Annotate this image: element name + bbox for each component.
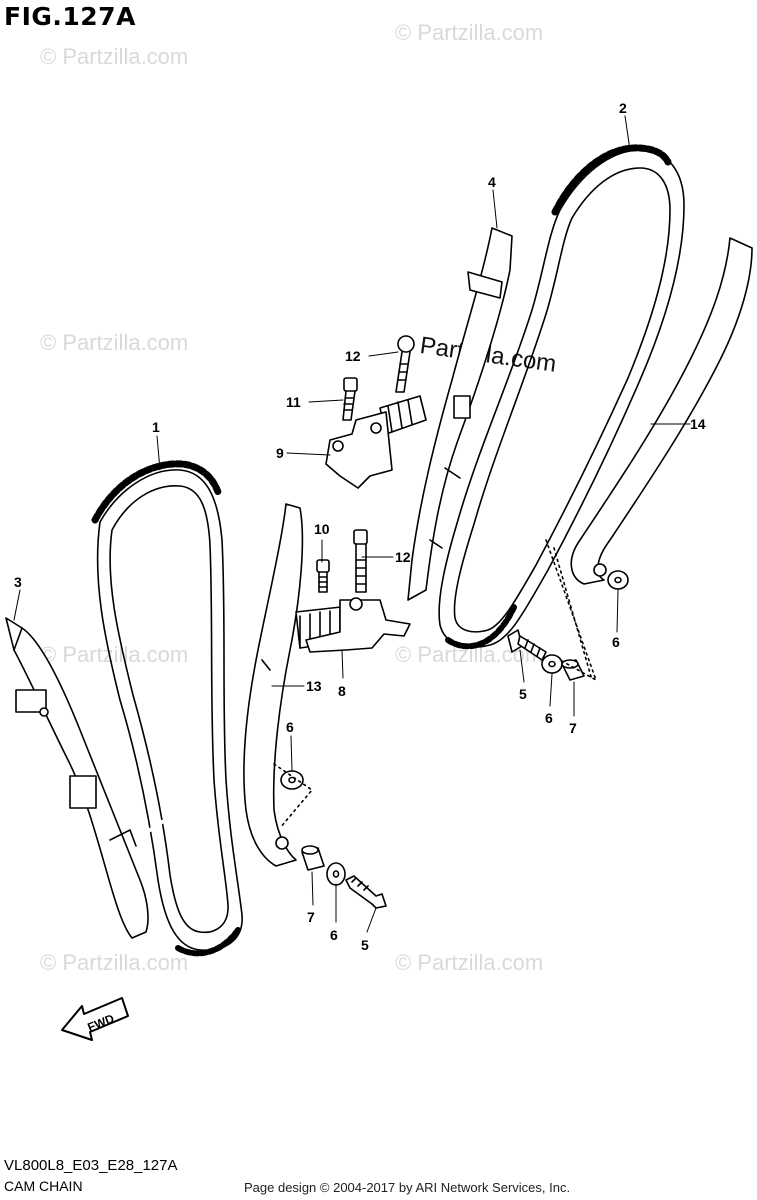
- bolt-front-hex: [345, 875, 387, 909]
- callout-10: 10: [314, 521, 330, 537]
- callout-7-front: 7: [307, 909, 315, 925]
- callout-13: 13: [306, 678, 322, 694]
- washer-front-lower: [326, 862, 346, 886]
- callout-3: 3: [14, 574, 22, 590]
- washer-front-upper: [280, 770, 304, 790]
- cam-chain-front: [91, 460, 243, 957]
- figure-title: FIG.127A: [4, 2, 136, 31]
- page-credit: Page design © 2004-2017 by ARI Network S…: [244, 1180, 571, 1195]
- callout-12-front: 12: [395, 549, 411, 565]
- cam-chain-tensioner-rear: [325, 395, 427, 489]
- spacer-rear: [561, 659, 585, 681]
- callout-2: 2: [619, 100, 627, 116]
- callout-6-front-upper: 6: [286, 719, 294, 735]
- callout-6-front-lower: 6: [330, 927, 338, 943]
- watermark: © Partzilla.com: [40, 330, 189, 355]
- bolt-rear-small: [342, 377, 358, 421]
- watermark: © Partzilla.com: [395, 20, 544, 45]
- assembly-line-rear: [545, 539, 597, 681]
- assembly-line-front: [273, 763, 313, 829]
- callout-4: 4: [488, 174, 496, 190]
- callout-8: 8: [338, 683, 346, 699]
- callout-6-rear-lower: 6: [545, 710, 553, 726]
- callout-7-rear: 7: [569, 720, 577, 736]
- chain-guide-front: [5, 617, 149, 939]
- tension-adjuster-front: [243, 503, 304, 867]
- chain-guide-rear: [407, 227, 513, 601]
- bolt-rear-hex: [507, 629, 547, 661]
- callout-14: 14: [690, 416, 706, 432]
- watermark: © Partzilla.com: [40, 642, 189, 667]
- spacer-front: [301, 845, 325, 871]
- washer-rear-lower: [541, 654, 563, 674]
- leader-lines: [13, 115, 691, 933]
- callout-6-rear-upper: 6: [612, 634, 620, 650]
- cam-chain-tensioner-front: [295, 597, 411, 653]
- bolt-front-small: [316, 559, 330, 593]
- callout-11: 11: [286, 394, 301, 410]
- tension-adjuster-rear: [553, 237, 753, 681]
- callout-1: 1: [152, 419, 160, 435]
- callout-5-rear: 5: [519, 686, 527, 702]
- diagram-caption: CAM CHAIN: [4, 1178, 83, 1194]
- cam-chain-rear: [438, 144, 685, 650]
- bolt-rear-long: [395, 335, 415, 393]
- diagram-code: VL800L8_E03_E28_127A: [4, 1157, 178, 1174]
- watermark: © Partzilla.com: [40, 950, 189, 975]
- watermark: © Partzilla.com: [395, 950, 544, 975]
- bolt-front-long: [353, 529, 368, 593]
- callout-9: 9: [276, 445, 284, 461]
- callout-12-rear: 12: [345, 348, 361, 364]
- washer-rear-upper: [607, 570, 629, 590]
- fwd-arrow-icon: [61, 997, 129, 1041]
- callout-5-front: 5: [361, 937, 369, 953]
- watermark: © Partzilla.com: [40, 44, 189, 69]
